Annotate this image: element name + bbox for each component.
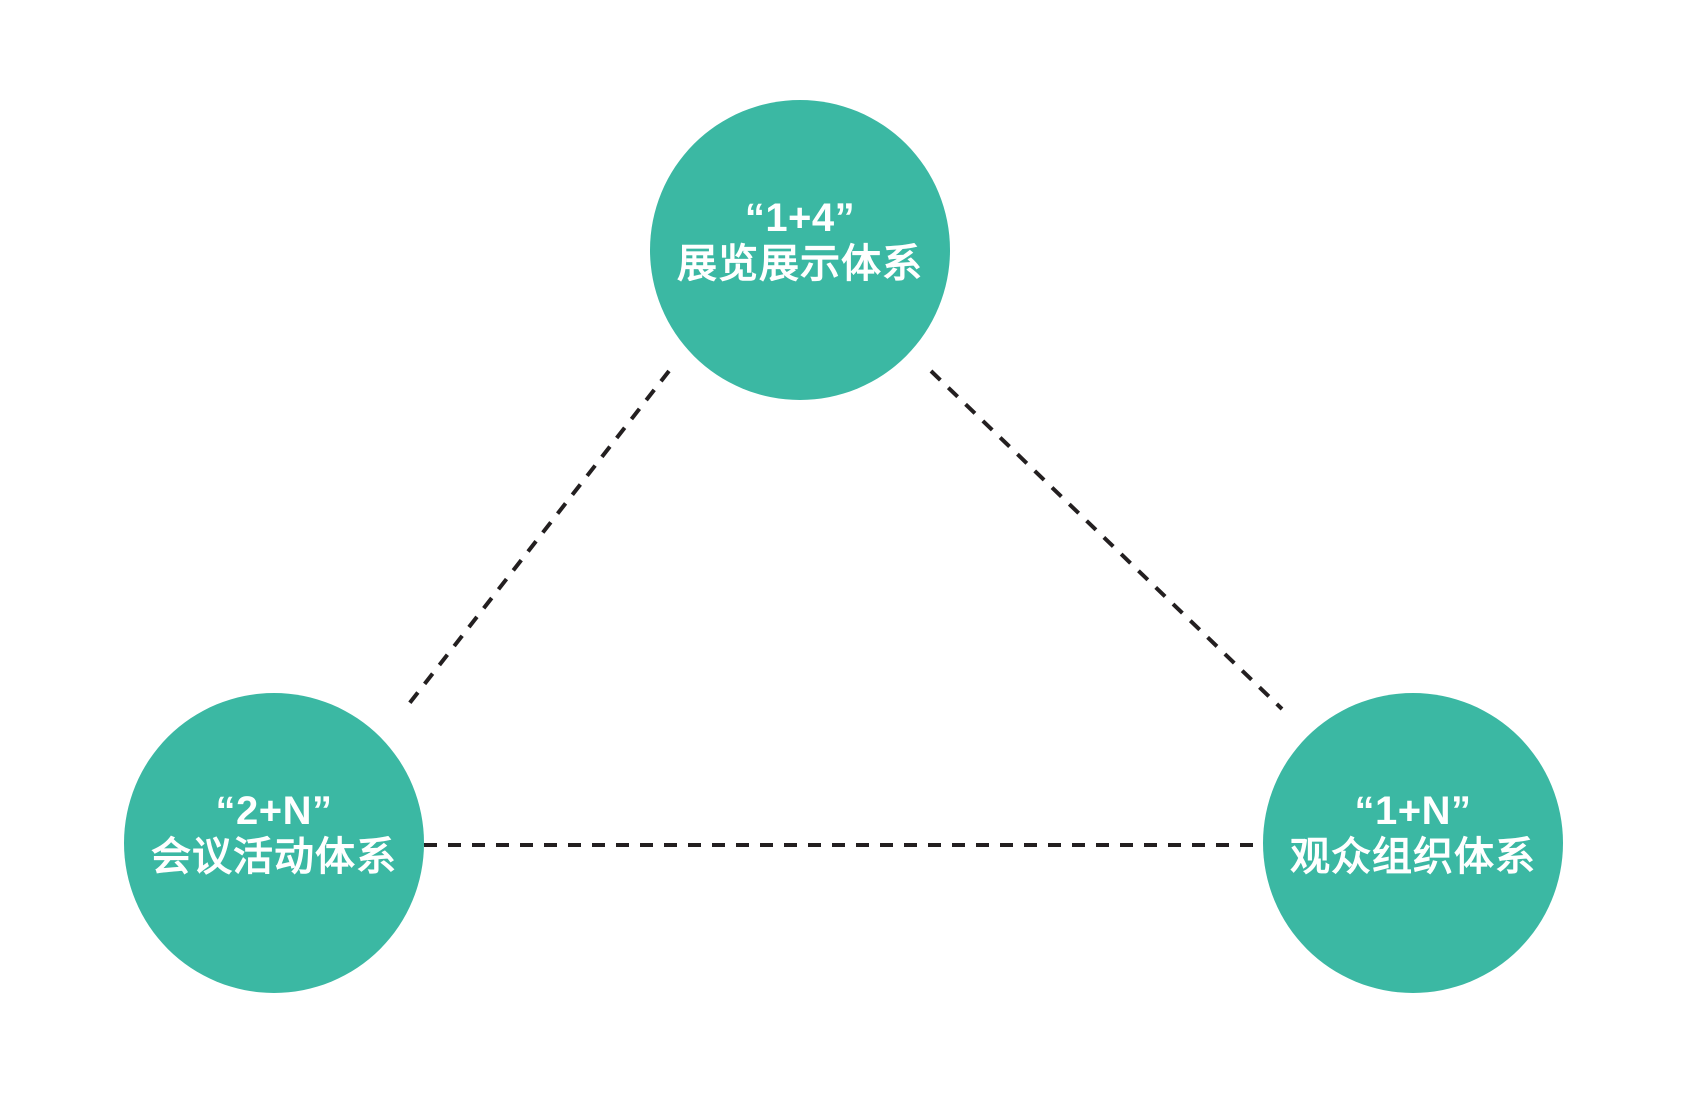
connector-top-right xyxy=(929,369,1284,711)
node-text-stack: “2+N” 会议活动体系 xyxy=(151,789,397,880)
node-code: “1+N” xyxy=(1354,789,1472,834)
node-label: 会议活动体系 xyxy=(151,835,397,879)
node-code: “1+4” xyxy=(744,196,856,241)
node-exhibition-system[interactable]: “1+4” 展览展示体系 xyxy=(650,100,950,400)
node-code: “2+N” xyxy=(215,789,333,834)
node-audience-system[interactable]: “1+N” 观众组织体系 xyxy=(1263,693,1563,993)
connector-top-left xyxy=(403,369,671,711)
node-label: 展览展示体系 xyxy=(677,242,923,286)
node-conference-system[interactable]: “2+N” 会议活动体系 xyxy=(124,693,424,993)
node-text-stack: “1+4” 展览展示体系 xyxy=(677,196,923,287)
node-label: 观众组织体系 xyxy=(1290,835,1536,879)
node-text-stack: “1+N” 观众组织体系 xyxy=(1290,789,1536,880)
